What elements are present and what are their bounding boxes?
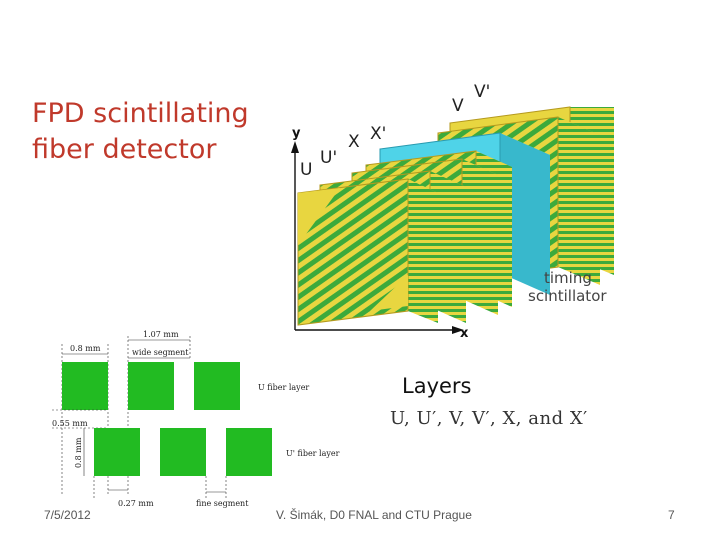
plate-u: [297, 178, 438, 326]
layer-label-v-prime: V': [474, 82, 490, 102]
y-axis-label: y: [292, 126, 301, 141]
slide-title: FPD scintillating fiber detector: [32, 96, 262, 168]
segment-geometry-diagram: 0.8 mm 1.07 mm wide segment U fiber laye…: [52, 330, 340, 508]
layer-label-x-prime: X': [370, 124, 386, 144]
layer-label-x: X: [348, 132, 360, 152]
x-axis-arrow-icon: [452, 326, 464, 334]
layers-formula: U, U′, V, V′, X, and X′: [390, 408, 588, 429]
x-axis-label: x: [460, 326, 469, 341]
footer-author: V. Šimák, D0 FNAL and CTU Prague: [276, 508, 472, 522]
timing-label-line-2: scintillator: [528, 287, 607, 305]
u-prime-segment-1: [94, 428, 140, 476]
label-u-fiber-layer: U fiber layer: [258, 383, 309, 392]
title-line-1: FPD scintillating: [32, 98, 249, 129]
layer-label-u: U: [300, 160, 312, 180]
dim-height: 0.8 mm: [74, 437, 83, 468]
dim-gap: 0.55 mm: [52, 419, 88, 428]
u-segment-3: [194, 362, 240, 410]
footer-date: 7/5/2012: [44, 508, 91, 522]
detector-stack-diagram: y x U U' X X' V: [291, 82, 614, 341]
dim-top-width: 0.8 mm: [70, 344, 101, 353]
title-line-2: fiber detector: [32, 134, 217, 165]
u-segment-1: [62, 362, 108, 410]
y-axis-arrow-icon: [291, 141, 299, 153]
u-segment-2: [128, 362, 174, 410]
layer-label-v: V: [452, 96, 464, 116]
timing-label-line-1: timing: [544, 269, 592, 287]
dim-top-pitch: 1.07 mm: [143, 330, 179, 339]
label-wide-segment: wide segment: [132, 348, 189, 357]
layers-heading: Layers: [402, 374, 472, 398]
label-u-prime-fiber-layer: U' fiber layer: [286, 449, 340, 458]
dim-bottom: 0.27 mm: [118, 499, 154, 508]
u-prime-segment-3: [226, 428, 272, 476]
footer-page-number: 7: [668, 508, 675, 522]
label-fine-segment: fine segment: [196, 499, 249, 508]
layer-label-u-prime: U': [320, 148, 337, 168]
u-prime-segment-2: [160, 428, 206, 476]
